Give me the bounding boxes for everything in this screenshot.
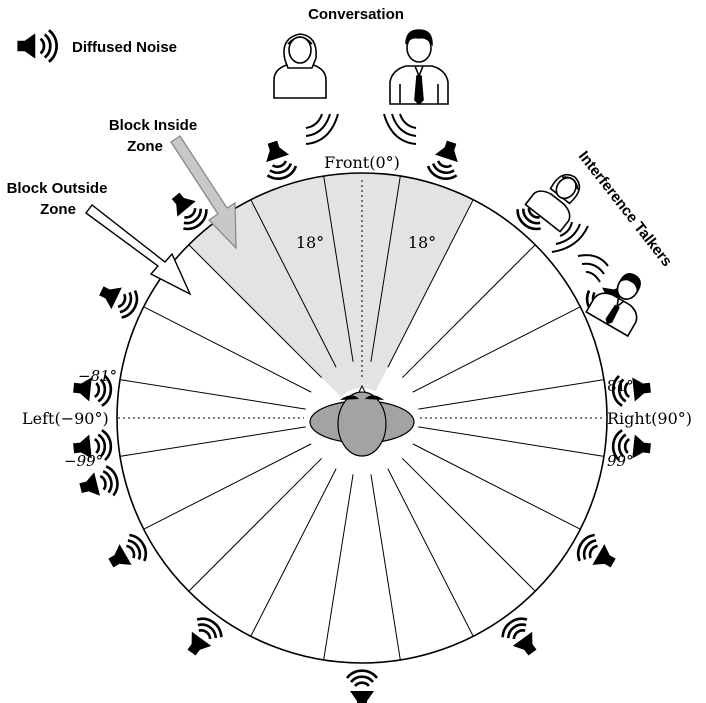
block-inside-arrow	[170, 135, 237, 250]
outer-circle	[116, 172, 608, 664]
sector-line	[401, 457, 536, 592]
sector-line	[412, 306, 581, 393]
interference-sound-waves	[551, 221, 609, 283]
sector-left-label: 18°	[296, 233, 324, 252]
shaded-sector	[250, 176, 358, 392]
sector-line	[119, 379, 306, 410]
legend-label: Diffused Noise	[72, 39, 177, 56]
speaker-icon	[424, 136, 468, 184]
sector-line	[250, 468, 337, 637]
sector-line	[387, 468, 474, 637]
conversation-title: Conversation	[308, 6, 404, 23]
speaker-icon	[256, 136, 300, 184]
listener-head-icon	[309, 384, 415, 457]
block-inside-label-line2: Zone	[127, 138, 163, 155]
neg81-angle-label: −81°	[78, 367, 117, 385]
sector-line	[143, 306, 312, 393]
sector-line	[418, 426, 605, 457]
interference-woman-icon	[524, 173, 581, 233]
man-talker-icon	[389, 29, 449, 106]
speaker-icon	[102, 530, 152, 578]
sector-line	[370, 474, 401, 661]
sector-line	[188, 457, 323, 592]
speaker-icon	[178, 612, 227, 663]
shaded-sector	[366, 176, 474, 392]
sector-line	[119, 426, 306, 457]
sector-line	[412, 443, 581, 530]
sector-line	[188, 244, 323, 379]
sector-line	[370, 175, 401, 362]
zone-dial	[116, 172, 608, 664]
left-angle-label: Left(−90°)	[22, 409, 109, 428]
legend: Diffused Noise	[16, 28, 177, 64]
right-angle-label: Right(90°)	[607, 409, 692, 428]
speaker-icon	[572, 530, 622, 578]
shaded-sector	[188, 199, 349, 397]
sector-line	[323, 175, 354, 362]
interference-man-icon	[585, 273, 641, 338]
interference-title: Interference Talkers	[575, 148, 675, 270]
front-angle-label: Front(0°)	[324, 153, 400, 172]
speaker-icon	[16, 28, 58, 64]
neg99-angle-label: −99°	[64, 452, 103, 470]
block-outside-label-line1: Block Outside	[7, 180, 108, 197]
speaker-icon	[75, 463, 122, 505]
sector-line	[387, 199, 474, 368]
sector-line	[323, 474, 354, 661]
conversation-sound-waves	[305, 113, 417, 145]
block-outside-label-line2: Zone	[40, 201, 76, 218]
block-outside-arrow	[85, 204, 192, 296]
sector-line	[143, 443, 312, 530]
pos99-angle-label: 99°	[607, 452, 634, 470]
speaker-icon	[345, 669, 379, 703]
block-inside-label-line1: Block Inside	[109, 117, 197, 134]
sector-line	[250, 199, 337, 368]
sector-line	[418, 379, 605, 410]
speaker-icon	[93, 276, 143, 323]
speaker-icon	[497, 612, 546, 663]
woman-talker-icon	[273, 33, 327, 99]
sector-line	[401, 244, 536, 379]
sector-lines	[119, 175, 605, 661]
sector-right-label: 18°	[408, 233, 436, 252]
pos81-angle-label: 81°	[607, 377, 634, 395]
